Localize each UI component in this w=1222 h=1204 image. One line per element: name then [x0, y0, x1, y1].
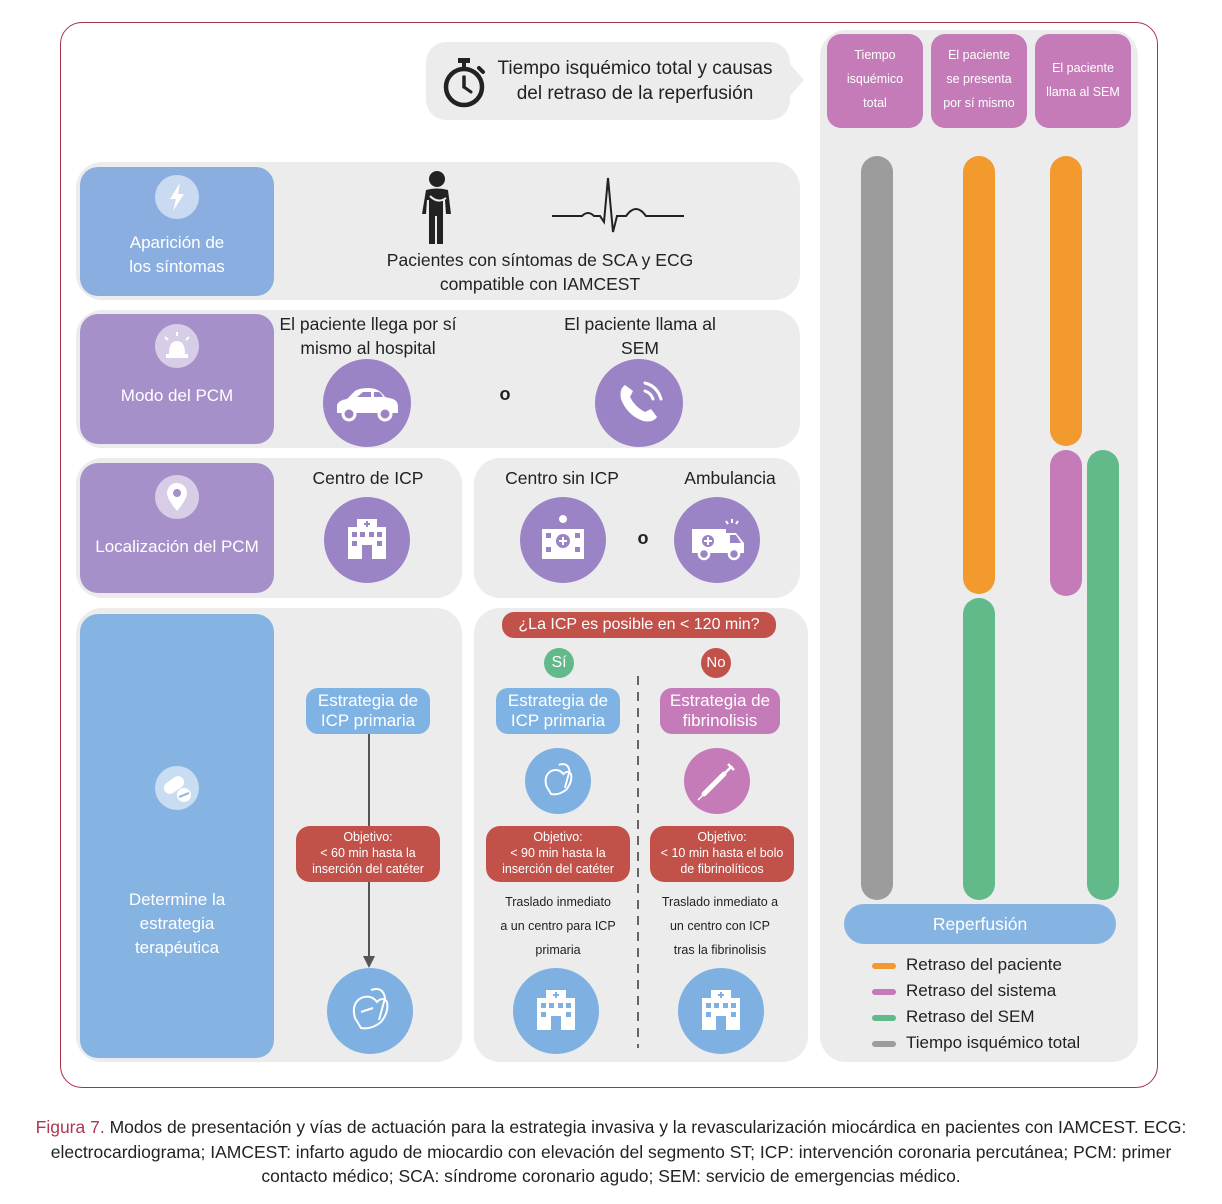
hospital-icon	[513, 968, 599, 1054]
answer-yes-badge: Sí	[544, 648, 574, 678]
legend-swatch	[872, 962, 896, 969]
location-ambulance-label: Ambulancia	[684, 468, 776, 488]
figure-caption: Figura 7. Modos de presentación y vías d…	[35, 1117, 1187, 1186]
answer-no-badge: No	[701, 648, 731, 678]
alarm-light-icon	[155, 324, 199, 368]
legend-swatch	[872, 1014, 896, 1021]
hospital-icon	[678, 968, 764, 1054]
bar-self-patient-delay	[963, 156, 995, 594]
stopwatch-icon	[440, 56, 488, 108]
ambulance-icon	[674, 497, 760, 583]
category-location: Localización del PCM	[80, 463, 274, 593]
bar-sem-ems-delay	[1087, 450, 1119, 900]
location-pci-center-label: Centro de ICP	[312, 468, 424, 488]
hospital-icon	[324, 497, 410, 583]
question-pci-120: ¿La ICP es posible en < 120 min?	[502, 612, 776, 638]
legend-item: Retraso del SEM	[872, 1004, 1112, 1030]
pills-icon	[155, 766, 199, 810]
bar-self-system-delay	[963, 598, 995, 900]
legend-swatch	[872, 1040, 896, 1047]
location-pin-icon	[155, 475, 199, 519]
legend: Retraso del paciente Retraso del sistema…	[872, 952, 1112, 1056]
location-non-pci-center-label: Centro sin ICP	[505, 468, 619, 488]
figure-frame	[60, 22, 1158, 1088]
phone-call-icon	[595, 359, 683, 447]
bar-total-ischemic	[861, 156, 893, 900]
bar-sem-system-delay	[1050, 450, 1082, 596]
legend-item: Retraso del sistema	[872, 978, 1112, 1004]
location-or: o	[637, 528, 649, 548]
ecg-wave-icon	[552, 176, 684, 236]
lightning-icon	[155, 175, 199, 219]
legend-item: Retraso del paciente	[872, 952, 1112, 978]
legend-item: Tiempo isquémico total	[872, 1030, 1112, 1056]
car-icon	[323, 359, 411, 447]
patient-chest-pain-icon	[418, 170, 460, 246]
figure-number: Figura 7.	[35, 1117, 105, 1137]
bar-sem-patient-delay	[1050, 156, 1082, 446]
mode-or: o	[499, 384, 511, 404]
clinic-icon	[520, 497, 606, 583]
header-bubble	[426, 42, 790, 120]
legend-swatch	[872, 988, 896, 995]
reperfusion-pill: Reperfusión	[844, 904, 1116, 944]
branch-divider	[637, 676, 639, 1048]
catheter-heart-icon	[525, 748, 591, 814]
category-mode: Modo del PCM	[80, 314, 274, 444]
catheter-heart-icon	[327, 968, 413, 1054]
header-bubble-tail	[788, 62, 804, 98]
syringe-icon	[684, 748, 750, 814]
